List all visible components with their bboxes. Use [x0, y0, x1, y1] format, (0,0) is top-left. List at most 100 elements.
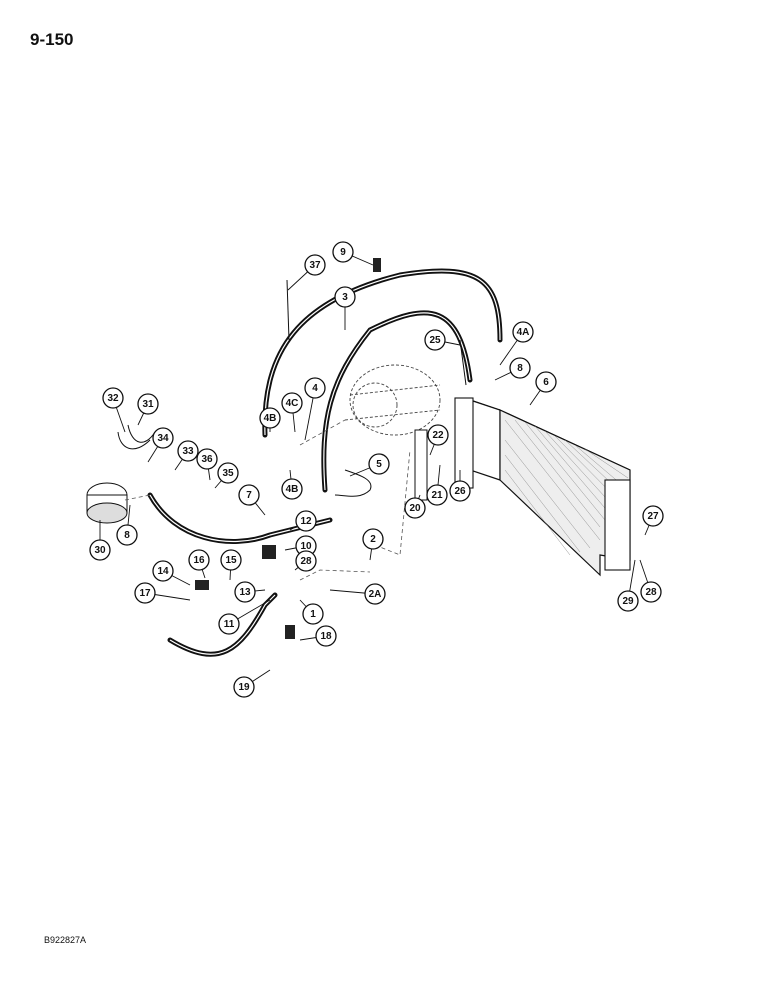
callout-circle — [449, 480, 471, 502]
tie-strap-37 — [286, 279, 290, 341]
callout-21: 21 — [426, 464, 448, 506]
callout-label: 21 — [431, 490, 443, 501]
callout-13: 13 — [234, 581, 266, 603]
callout-28: 28 — [639, 559, 662, 603]
callout-2a: 2A — [329, 583, 386, 605]
clip-10 — [262, 545, 276, 559]
callout-circle — [233, 676, 255, 698]
callout-label: 8 — [124, 530, 130, 541]
callout-label: 18 — [320, 631, 332, 642]
callout-label: 32 — [107, 393, 119, 404]
callout-label: 13 — [239, 587, 251, 598]
callout-3: 3 — [334, 286, 356, 330]
callout-35: 35 — [214, 462, 239, 489]
callout-2: 2 — [362, 528, 384, 561]
callout-20: 20 — [404, 494, 426, 519]
callout-17: 17 — [134, 582, 191, 604]
callout-label: 10 — [300, 541, 312, 552]
callout-circle — [102, 387, 124, 409]
callout-label: 4B — [286, 484, 299, 495]
callout-9: 9 — [332, 241, 374, 266]
callout-circle — [509, 357, 531, 379]
callout-circle — [177, 440, 199, 462]
callout-circle — [281, 478, 303, 500]
suction-hose — [167, 592, 278, 657]
callout-circle — [234, 581, 256, 603]
callout-7: 7 — [238, 484, 266, 516]
callout-circle — [535, 371, 557, 393]
callout-19: 19 — [233, 669, 271, 698]
callout-label: 11 — [224, 619, 235, 630]
callout-circle — [332, 241, 354, 263]
callout-label: 14 — [157, 566, 169, 577]
callout-30: 30 — [89, 520, 111, 561]
pressure-switch-wire — [334, 469, 372, 497]
callout-label: 4C — [286, 398, 299, 409]
callout-31: 31 — [137, 393, 159, 426]
callout-circle — [426, 484, 448, 506]
callout-circle — [259, 407, 281, 429]
callout-circle — [295, 510, 317, 532]
callout-1: 1 — [299, 599, 324, 625]
condenser — [454, 397, 631, 577]
figure-code: B922827A — [44, 935, 87, 945]
callout-label: 28 — [645, 587, 657, 598]
callout-37: 37 — [287, 254, 326, 291]
callout-circle — [512, 321, 534, 343]
callout-label: 3 — [342, 292, 348, 303]
callout-circle — [137, 393, 159, 415]
callout-label: 26 — [454, 486, 466, 497]
callout-circle — [424, 329, 446, 351]
callout-circle — [281, 392, 303, 414]
callout-circle — [362, 528, 384, 550]
callout-label: 15 — [225, 555, 237, 566]
callout-label: 30 — [94, 545, 106, 556]
callout-label: 17 — [139, 588, 151, 599]
receiver-drier — [86, 482, 128, 524]
callout-label: 20 — [409, 503, 421, 514]
callout-label: 19 — [238, 682, 250, 693]
callout-32: 32 — [102, 387, 126, 433]
callout-label: 8 — [517, 363, 523, 374]
callout-circle — [302, 603, 324, 625]
callout-circle — [315, 625, 337, 647]
callout-label: 16 — [193, 555, 205, 566]
callout-26: 26 — [449, 470, 471, 502]
callout-16: 16 — [188, 549, 210, 579]
callout-circle — [334, 286, 356, 308]
callout-circle — [116, 524, 138, 546]
callout-label: 25 — [429, 335, 441, 346]
callout-28: 28 — [294, 550, 317, 572]
callout-label: 2A — [369, 589, 382, 600]
callout-circle — [642, 505, 664, 527]
compressor — [344, 364, 441, 436]
callout-27: 27 — [642, 505, 664, 536]
callout-circle — [295, 550, 317, 572]
callout-circle — [368, 453, 390, 475]
clip-18 — [285, 625, 295, 639]
callout-29: 29 — [617, 559, 639, 612]
callout-8: 8 — [494, 357, 531, 381]
callout-circle — [427, 424, 449, 446]
callout-label: 6 — [543, 377, 549, 388]
callout-circle — [364, 583, 386, 605]
clip-9 — [373, 258, 381, 272]
callout-4b: 4B — [259, 407, 281, 432]
callout-label: 31 — [142, 399, 154, 410]
condenser-hose — [321, 310, 473, 493]
callout-circle — [217, 462, 239, 484]
callout-15: 15 — [220, 549, 242, 581]
callout-33: 33 — [174, 440, 199, 471]
callout-label: 1 — [310, 609, 316, 620]
bracket-20 — [414, 429, 428, 501]
callout-label: 27 — [647, 511, 659, 522]
callout-label: 4A — [517, 327, 530, 338]
callout-circle — [238, 484, 260, 506]
callout-11: 11 — [218, 599, 271, 635]
callout-label: 34 — [157, 433, 169, 444]
callout-4: 4 — [304, 377, 326, 441]
callout-12: 12 — [289, 510, 317, 532]
callout-label: 4 — [312, 383, 318, 394]
callout-10: 10 — [284, 535, 317, 557]
